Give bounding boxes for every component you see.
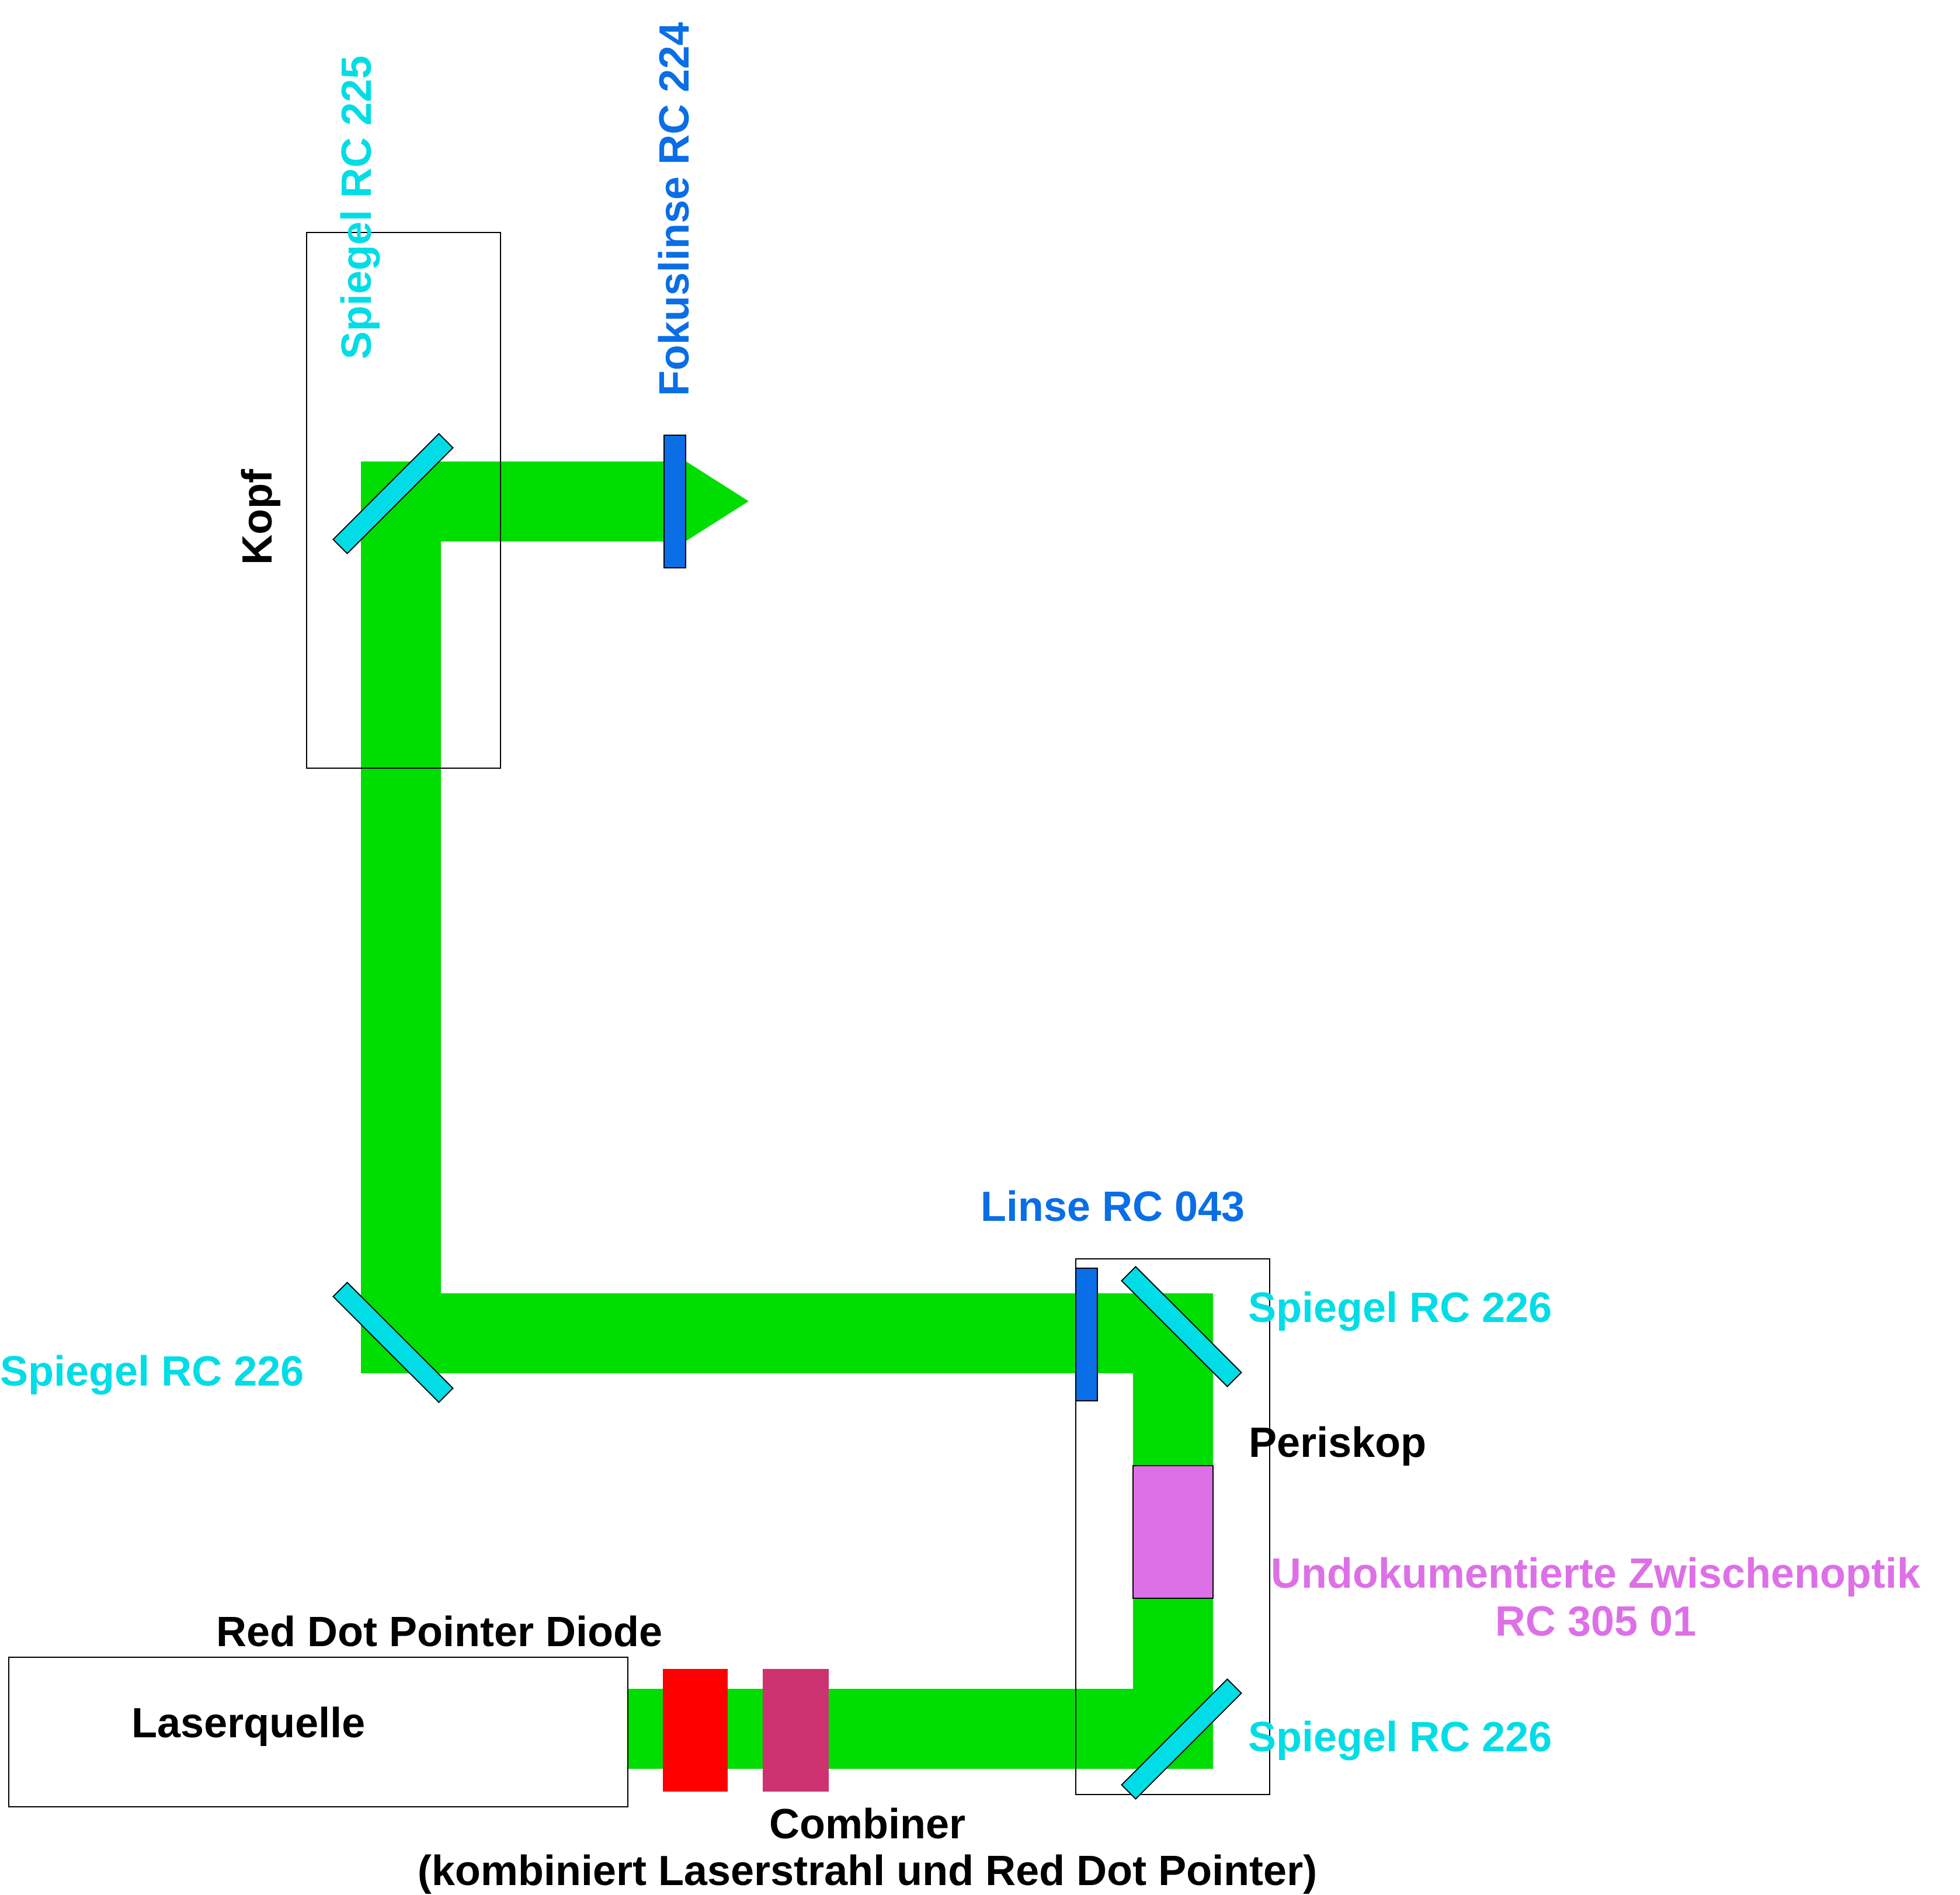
intermediate-optics-block [1132,1465,1214,1599]
mirror-icon [1121,1266,1242,1387]
beam-segment-vertical-main [361,461,441,1373]
spiegel-rc226-top-right-label: Spiegel RC 226 [1248,1285,1552,1331]
kopf-housing [306,232,501,769]
lens-icon [663,435,686,568]
mirror-icon [332,433,454,554]
fokuslinse-label: Fokuslinse RC 224 [651,22,698,396]
spiegel-rc226-left-label: Spiegel RC 226 [0,1348,304,1395]
laserquelle-box [8,1657,628,1807]
red-dot-pointer-diode-label: Red Dot Pointer Diode [216,1609,662,1655]
beam-segment-horizontal-main [361,1293,1213,1373]
zwischenoptik-label-line2: RC 305 01 [1495,1598,1696,1645]
beam-focus-tip [675,461,749,541]
kopf-label: Kopf [234,468,281,565]
linse-rc043-label: Linse RC 043 [981,1183,1245,1230]
combiner-label-line2: (kombiniert Laserstrahl und Red Dot Poin… [418,1848,1317,1894]
combiner-block [763,1669,829,1792]
periskop-housing [1075,1258,1270,1795]
lens-icon [1075,1268,1098,1401]
periskop-label: Periskop [1249,1419,1426,1466]
red-dot-pointer-diode-block [663,1669,728,1792]
laser-beam [361,461,1213,1769]
combiner-label-line1: Combiner [769,1801,965,1848]
laserquelle-label: Laserquelle [131,1700,365,1747]
spiegel-rc225-label: Spiegel RC 225 [333,55,380,359]
zwischenoptik-label-line1: Undokumentierte Zwischenoptik [1271,1550,1921,1597]
spiegel-rc226-bottom-right-label: Spiegel RC 226 [1248,1714,1552,1761]
mirror-icon [1121,1678,1242,1800]
mirror-icon [332,1282,454,1403]
